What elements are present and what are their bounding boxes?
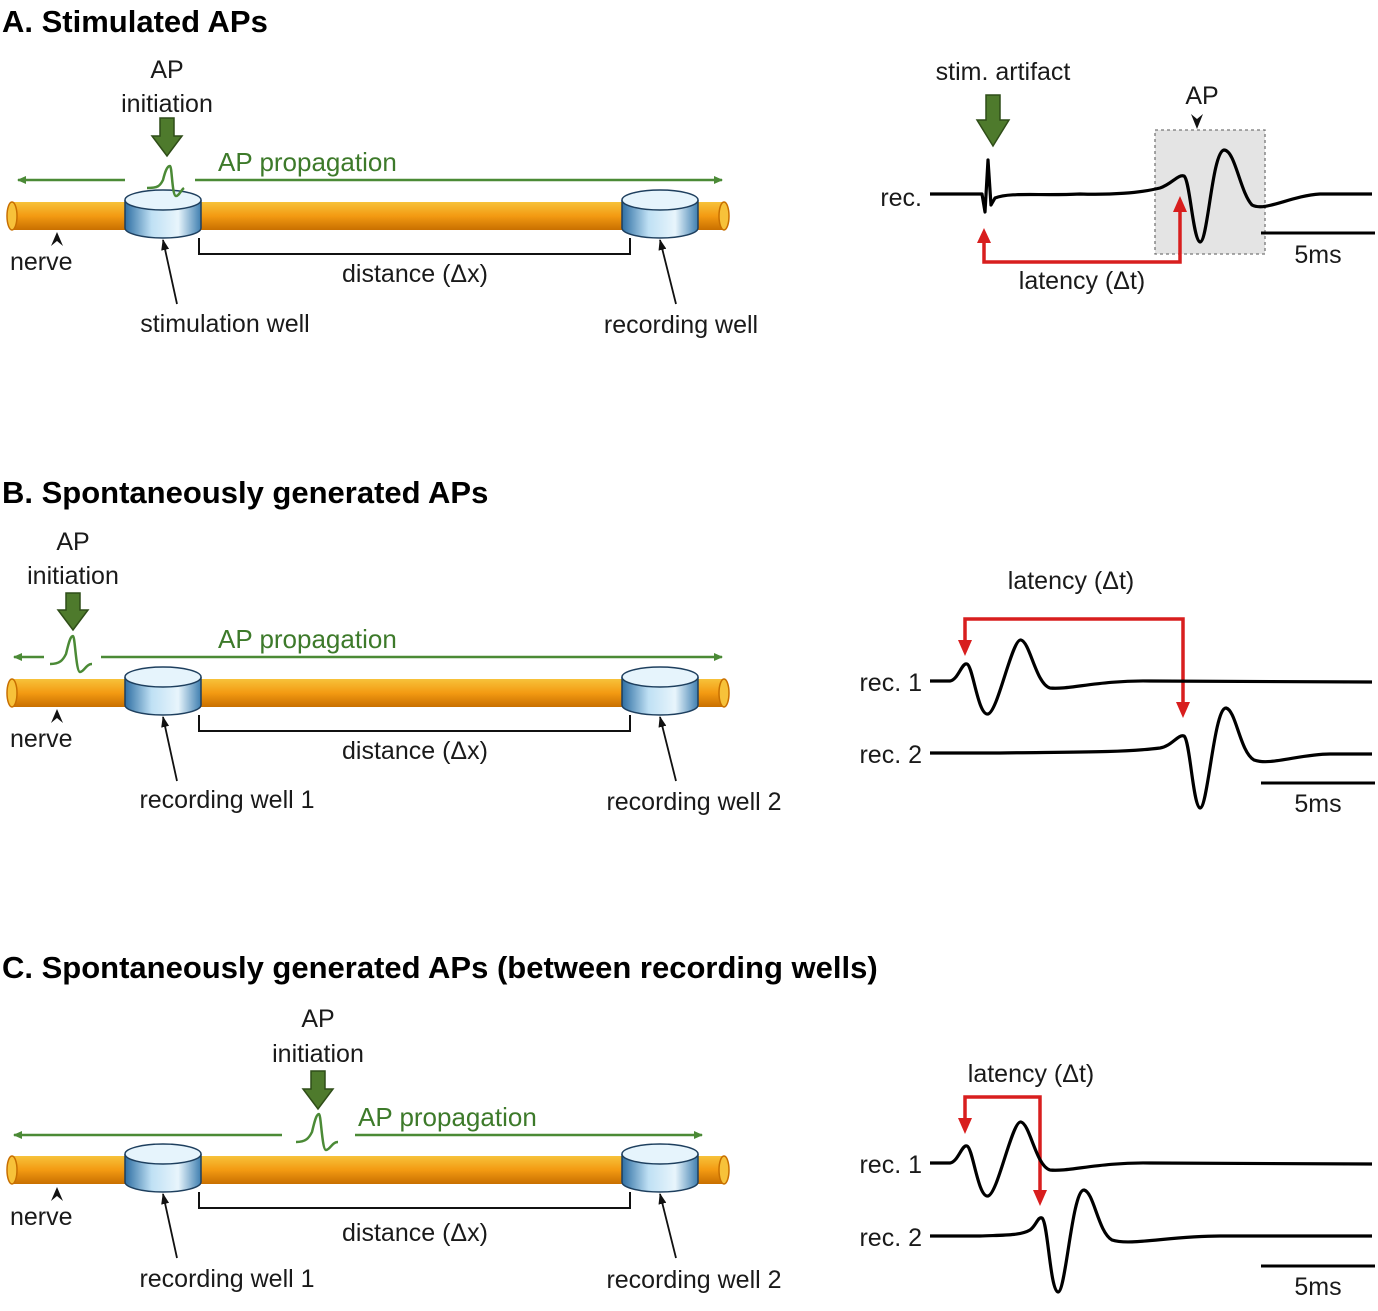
stimulation-well-pointer <box>161 239 178 305</box>
recording-well-2 <box>621 666 699 716</box>
nerve-label: nerve <box>10 725 73 753</box>
recording-well-2-label: recording well 2 <box>606 788 781 816</box>
panel-c-title: C. Spontaneously generated APs (between … <box>2 950 878 985</box>
recording-well-pointer <box>658 239 677 305</box>
ap-waveform-icon <box>49 634 93 674</box>
recording-well-2 <box>621 1143 699 1193</box>
ap-initiation-label-line1: AP <box>56 528 89 556</box>
panel-a: A. Stimulated APs AP initiation AP propa… <box>2 4 1375 339</box>
recording-trace <box>930 148 1372 244</box>
ap-propagation-label: AP propagation <box>218 147 397 177</box>
recording-well-2-pointer <box>658 1193 677 1259</box>
ap-initiation-label-line1: AP <box>301 1005 334 1033</box>
scale-bar-label: 5ms <box>1294 790 1341 818</box>
recording-well-1-pointer <box>161 1193 178 1259</box>
latency-label: latency (Δt) <box>1008 567 1134 595</box>
ap-initiation-label-line2: initiation <box>272 1040 364 1068</box>
latency-bracket <box>982 210 1182 264</box>
latency-arrowhead-end <box>1033 1190 1047 1206</box>
panel-b: B. Spontaneously generated APs AP initia… <box>2 475 1375 818</box>
ap-waveform-icon <box>295 1112 339 1152</box>
scale-bar-label: 5ms <box>1294 241 1341 269</box>
ap-initiation-label-line2: initiation <box>27 562 119 590</box>
ap-marker-label: AP <box>1185 82 1218 110</box>
nerve-fiber <box>6 678 730 708</box>
recording-well <box>621 189 699 239</box>
distance-label: distance (Δx) <box>342 1219 488 1247</box>
stimulation-well-label: stimulation well <box>140 310 310 338</box>
ap-propagation-label: AP propagation <box>218 624 397 654</box>
ap-propagation-label: AP propagation <box>358 1102 537 1132</box>
nerve-label: nerve <box>10 248 73 276</box>
rec-1-trace <box>930 638 1373 716</box>
initiation-arrow-icon <box>301 1070 335 1111</box>
rec-2-label: rec. 2 <box>859 1224 922 1252</box>
rec-1-label: rec. 1 <box>859 669 922 697</box>
nerve-pointer-icon <box>51 232 63 246</box>
recording-well-2-label: recording well 2 <box>606 1266 781 1294</box>
recording-well-1 <box>124 666 202 716</box>
latency-label: latency (Δt) <box>968 1060 1094 1088</box>
initiation-arrow-icon <box>150 117 184 158</box>
rec-label: rec. <box>880 184 922 212</box>
distance-bracket <box>198 238 631 255</box>
ap-initiation-label-line2: initiation <box>121 90 213 118</box>
stimulation-well <box>124 189 202 239</box>
latency-bracket <box>963 1095 1042 1192</box>
distance-label: distance (Δx) <box>342 737 488 765</box>
latency-label: latency (Δt) <box>1019 267 1145 295</box>
distance-bracket <box>198 1192 631 1209</box>
panel-c: C. Spontaneously generated APs (between … <box>2 950 1375 1301</box>
latency-arrowhead-start <box>977 228 991 243</box>
nerve-pointer-icon <box>51 1187 63 1201</box>
latency-arrowhead-start <box>958 640 972 656</box>
nerve-label: nerve <box>10 1203 73 1231</box>
recording-well-1-label: recording well 1 <box>139 786 314 814</box>
panel-b-title: B. Spontaneously generated APs <box>2 475 488 510</box>
latency-arrowhead-end <box>1176 702 1190 718</box>
rec-2-trace <box>930 1188 1372 1294</box>
ap-marker-icon <box>1191 114 1203 129</box>
latency-bracket <box>963 617 1185 704</box>
scale-bar-label: 5ms <box>1294 1273 1341 1301</box>
initiation-arrow-icon <box>56 592 90 632</box>
rec-2-trace <box>930 706 1372 810</box>
rec-2-label: rec. 2 <box>859 741 922 769</box>
ap-initiation-label-line1: AP <box>150 56 183 84</box>
stim-artifact-arrow-icon <box>975 94 1011 148</box>
stim-artifact-label: stim. artifact <box>936 58 1071 86</box>
recording-well-1 <box>124 1143 202 1193</box>
latency-arrowhead-start <box>958 1118 972 1134</box>
distance-bracket <box>198 715 631 732</box>
nerve-pointer-icon <box>51 709 63 723</box>
nerve-fiber <box>6 201 730 231</box>
rec-1-label: rec. 1 <box>859 1151 922 1179</box>
distance-label: distance (Δx) <box>342 260 488 288</box>
panel-a-title: A. Stimulated APs <box>2 4 268 39</box>
recording-well-label: recording well <box>604 311 758 339</box>
recording-well-2-pointer <box>658 716 677 782</box>
nerve-fiber <box>6 1155 730 1185</box>
ap-waveform-icon <box>146 164 185 198</box>
latency-arrowhead-end <box>1173 196 1187 212</box>
rec-1-trace <box>930 1120 1373 1198</box>
recording-well-1-pointer <box>161 716 178 782</box>
recording-well-1-label: recording well 1 <box>139 1265 314 1293</box>
